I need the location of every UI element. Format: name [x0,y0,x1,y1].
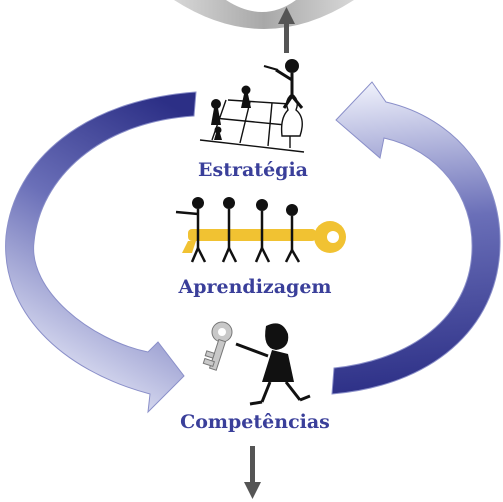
chess-strategy-icon [199,59,305,153]
up-arrow [278,7,295,53]
left-cycle-arrow [5,91,197,414]
top-ring [174,0,354,29]
down-arrow [244,446,261,499]
label-estrategia: Estratégia [198,159,308,181]
label-aprendizagem: Aprendizagem [178,276,332,298]
label-competencias: Competências [180,411,330,433]
people-carrying-key-icon [175,197,346,263]
right-cycle-arrow [331,81,501,395]
person-holding-key-icon [202,321,311,406]
